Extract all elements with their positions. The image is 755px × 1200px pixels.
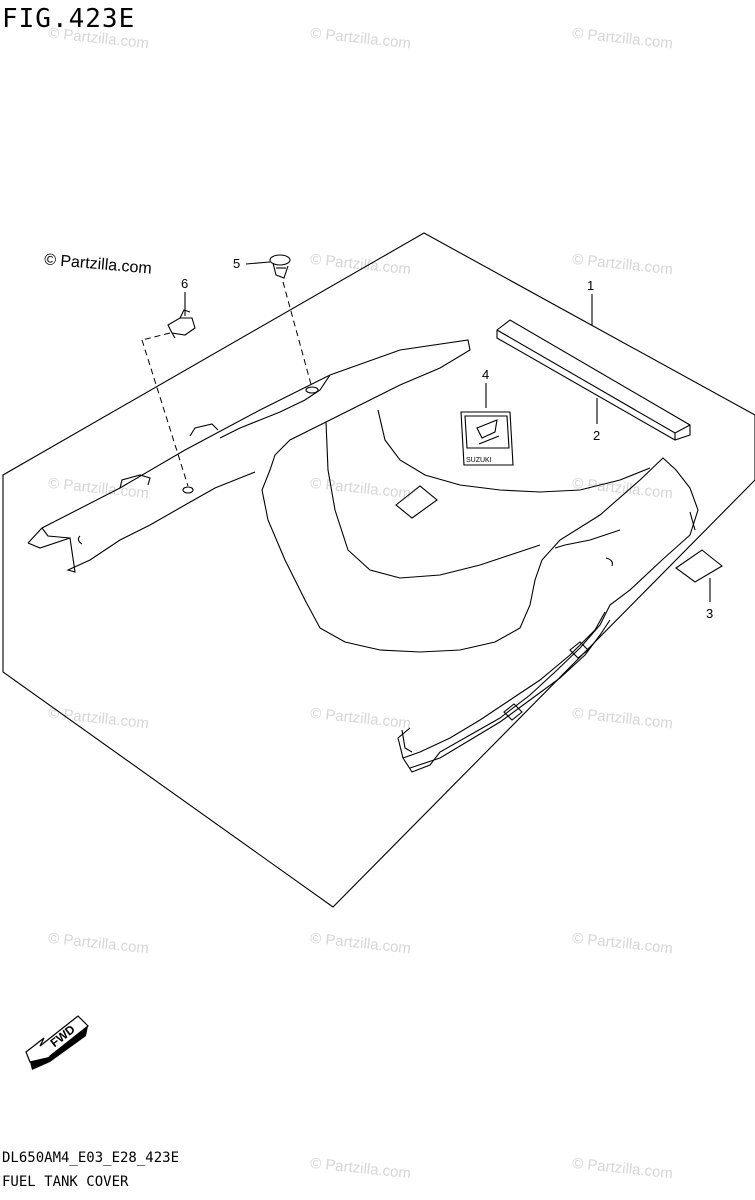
leader-line-5: [282, 281, 313, 389]
figure-code: DL650AM4_E03_E28_423E: [2, 1150, 180, 1166]
callout-5: 5: [233, 256, 240, 271]
leader-line-6: [141, 332, 171, 341]
fuel-tank-cover: [27, 339, 699, 773]
callout-6: 6: [181, 276, 188, 291]
part-5-bolt: [269, 254, 291, 279]
leader-line-6: [141, 339, 189, 487]
fwd-arrow-icon: FWD: [25, 1015, 89, 1070]
emblem-text: SUZUKI: [466, 457, 492, 464]
callout-4: 4: [482, 367, 489, 382]
part-4-emblem: [460, 411, 514, 466]
callout-3: 3: [706, 606, 713, 621]
assembly-boundary: [2, 232, 755, 908]
part-6-clip: [167, 309, 196, 339]
figure-title: FIG.423E: [2, 4, 136, 34]
part-1-strip: [496, 319, 691, 441]
part-3-pad: [675, 549, 723, 583]
callout-2: 2: [593, 428, 600, 443]
figure-name: FUEL TANK COVER: [2, 1174, 129, 1190]
callout-1: 1: [587, 278, 594, 293]
callout-leader-5: [245, 261, 271, 265]
